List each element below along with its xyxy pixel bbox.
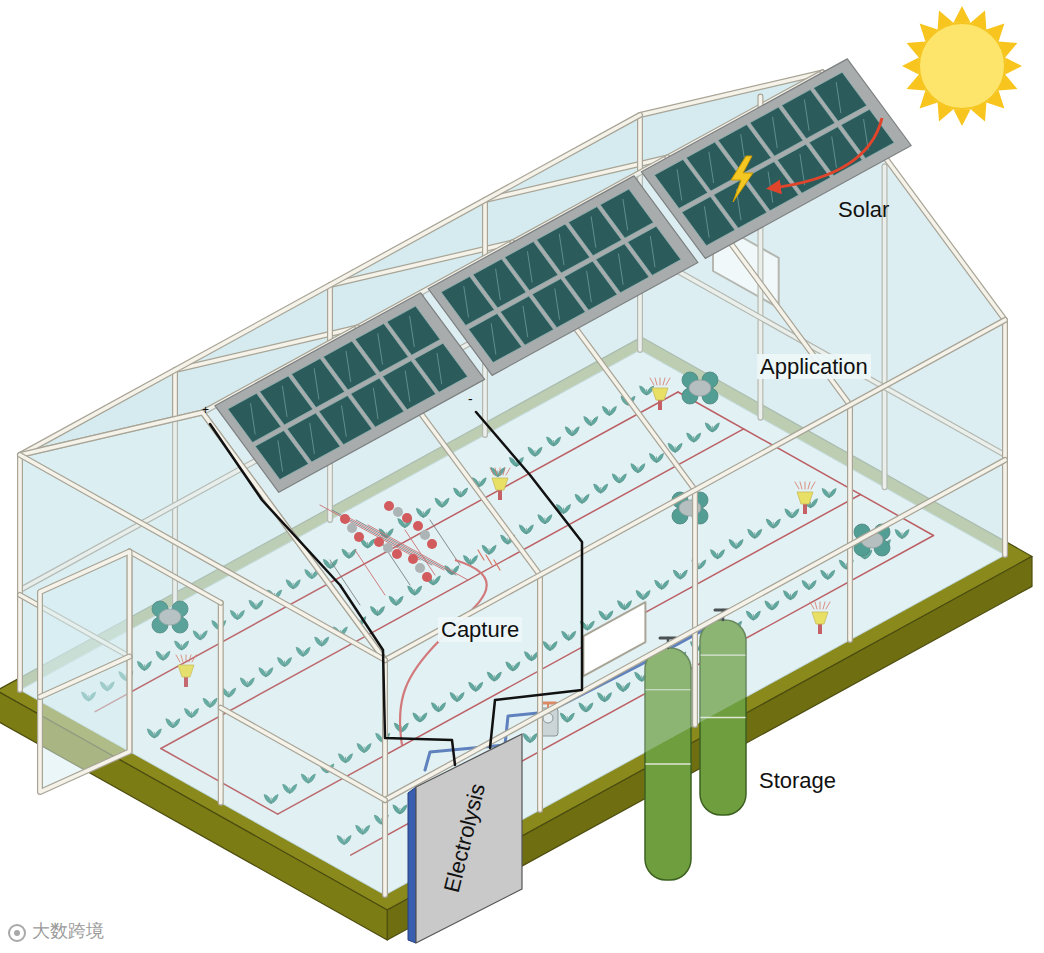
frame-beam	[668, 158, 851, 641]
cell-glare	[836, 82, 841, 112]
frame-beam	[203, 413, 386, 896]
cell-glare	[278, 441, 283, 471]
cell-glare	[677, 170, 682, 200]
part-label: Capture	[438, 617, 522, 642]
cell-glare	[373, 388, 378, 418]
open-door-frame	[40, 552, 130, 793]
open-door-frame	[40, 552, 130, 793]
cell-glare	[623, 199, 628, 229]
part-label: +	[202, 404, 209, 418]
part-label: -	[468, 391, 473, 407]
cell-glare	[619, 254, 624, 284]
cell-glare	[437, 353, 442, 383]
cell-glare	[491, 324, 496, 354]
solar-cell	[387, 306, 440, 355]
cell-glare	[342, 406, 347, 436]
open-door-glass	[40, 552, 130, 793]
open-door-frame	[40, 657, 130, 698]
frame-beam	[221, 708, 385, 800]
solar-cell	[841, 109, 894, 158]
open-door-frame	[40, 657, 130, 698]
solar-cell	[628, 226, 681, 275]
frame-beam	[385, 460, 1005, 800]
solar-panel-frame	[642, 59, 912, 259]
cell-glare	[527, 252, 532, 282]
cell-glare	[405, 371, 410, 401]
cell-glare	[555, 289, 560, 319]
sun	[919, 23, 1005, 109]
cell-glare	[587, 271, 592, 301]
cell-glare	[410, 316, 415, 346]
cell-glare	[523, 306, 528, 336]
watermark-logo	[9, 925, 25, 941]
part-label: Storage	[759, 768, 836, 793]
cell-glare	[251, 404, 256, 434]
cell-glare	[804, 100, 809, 130]
cell-glare	[832, 137, 837, 167]
cell-glare	[282, 386, 287, 416]
frame-beam	[668, 158, 851, 641]
panel-edge	[408, 787, 416, 943]
solar-cell	[814, 72, 867, 121]
cell-glare	[346, 351, 351, 381]
panel-face	[416, 734, 522, 943]
cell-glare	[314, 369, 319, 399]
lightning-bolt	[731, 156, 753, 202]
cell-glare	[773, 117, 778, 147]
watermark: 大数跨境	[32, 921, 104, 942]
cell-glare	[650, 236, 655, 266]
door-frame	[130, 552, 221, 603]
frame-beam	[221, 708, 385, 800]
cell-glare	[496, 269, 501, 299]
solar-cell	[414, 343, 467, 392]
sun-ray	[953, 109, 970, 126]
part-label: Solar	[838, 197, 889, 222]
cell-glare	[464, 287, 469, 317]
frame-beam	[203, 413, 386, 896]
part-label: Application	[757, 354, 871, 379]
door-frame	[218, 603, 224, 803]
cell-glare	[310, 423, 315, 453]
sun-ray	[902, 57, 919, 74]
sun-ray	[953, 6, 970, 23]
cell-glare	[591, 217, 596, 247]
cell-glare	[378, 334, 383, 364]
watermark-logo	[14, 930, 20, 936]
cell-glare	[709, 152, 714, 182]
cell-glare	[704, 207, 709, 237]
solar-cell	[600, 189, 653, 238]
solar-panel-frame	[428, 176, 698, 376]
sunlight-arrow	[772, 118, 882, 188]
cell-glare	[800, 154, 805, 184]
sun-ray	[1005, 57, 1022, 74]
process-panel: Electrolysis	[406, 732, 524, 944]
solar-panel-frame	[215, 293, 485, 493]
cell-glare	[559, 234, 564, 264]
door-frame	[130, 552, 221, 603]
door-frame	[219, 603, 223, 803]
tank-band	[646, 763, 690, 765]
power-wire	[210, 424, 455, 765]
power-wire	[476, 412, 582, 748]
frame-beam	[385, 460, 1005, 800]
